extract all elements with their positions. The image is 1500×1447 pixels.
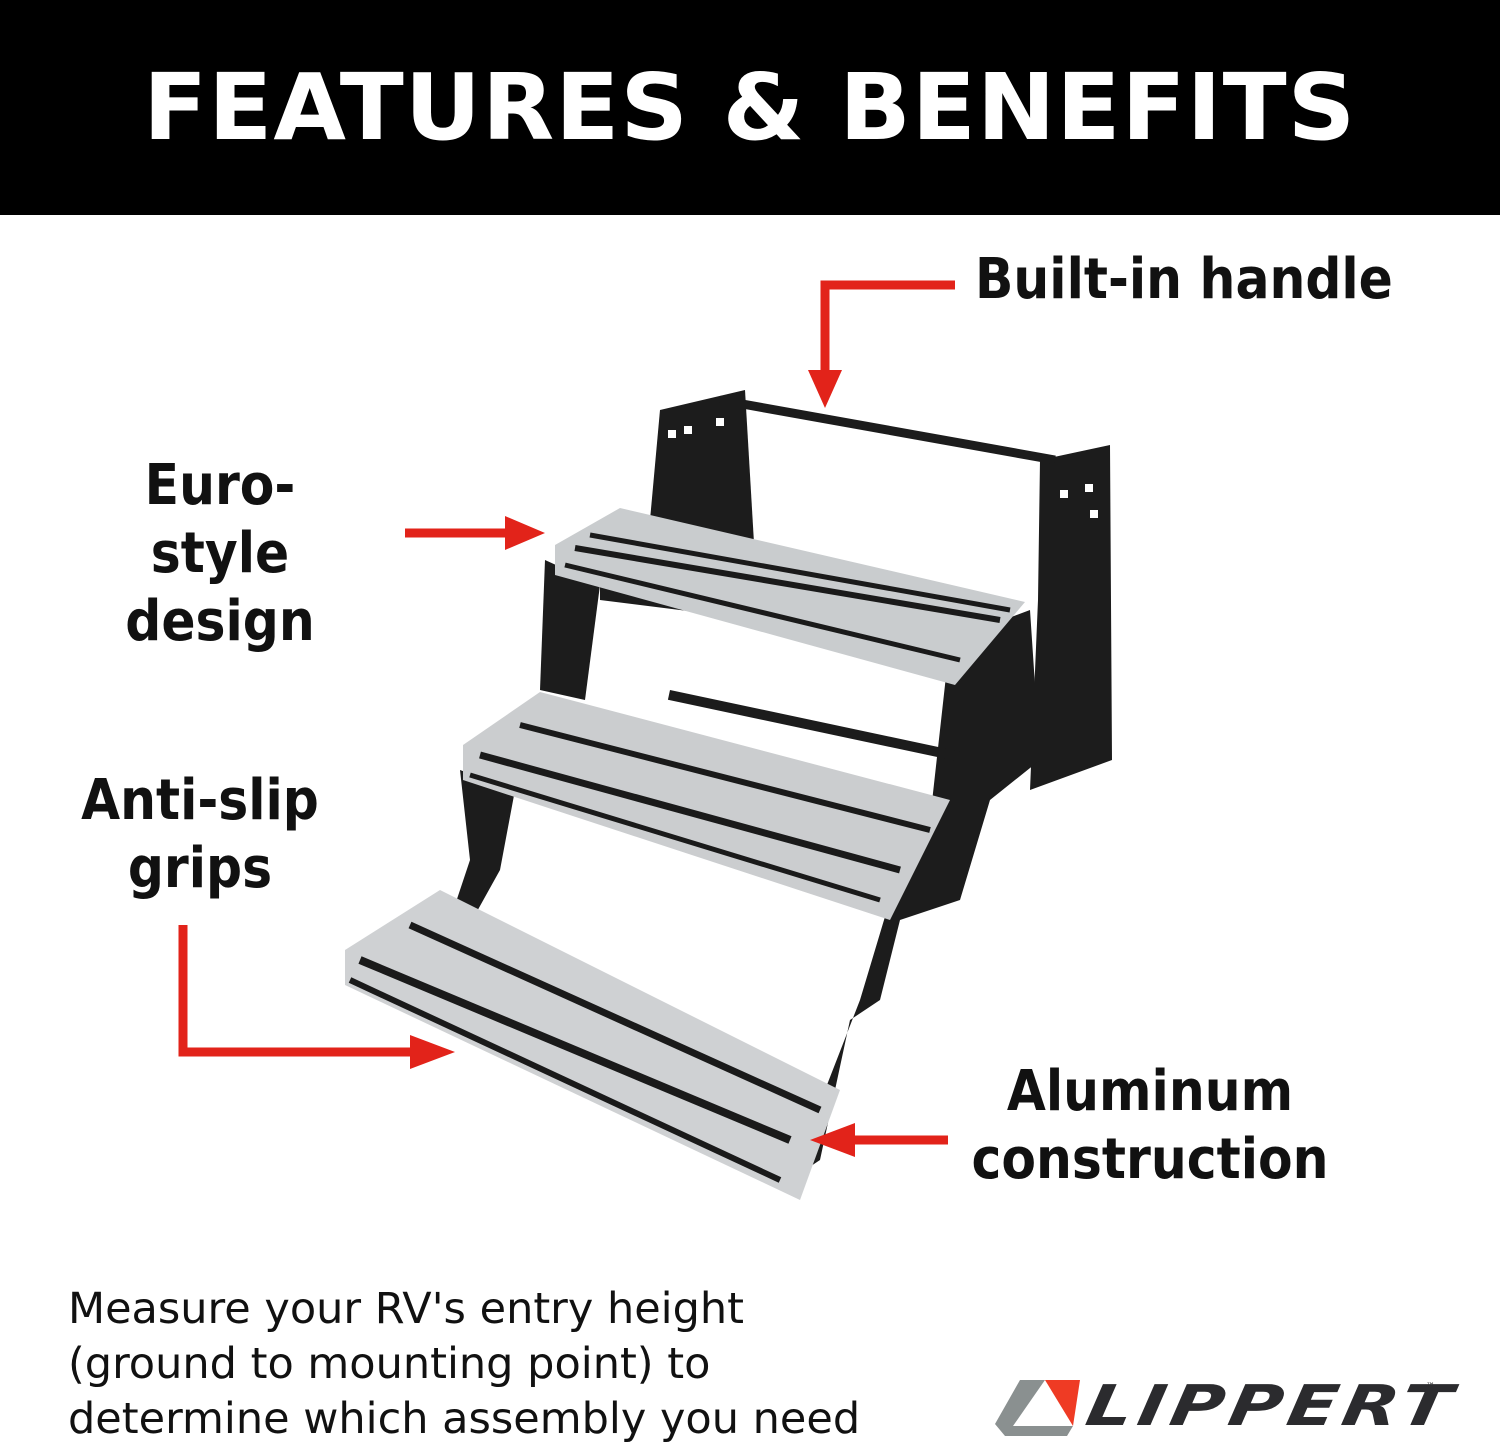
arrowheads [410, 370, 855, 1157]
built-in-handle-bar [719, 395, 1056, 465]
callout-line: construction [971, 1127, 1329, 1192]
measurement-note: Measure your RV's entry height (ground t… [68, 1282, 860, 1447]
note-line: determine which assembly you need [68, 1394, 861, 1444]
antislip-arrow [178, 925, 420, 1057]
top-step-tread [555, 508, 1025, 685]
callout-line: Anti-slip [81, 768, 319, 833]
header-banner: FEATURES & BENEFITS [0, 0, 1500, 215]
page-title: FEATURES & BENEFITS [143, 54, 1357, 161]
middle-step-tread [463, 692, 950, 920]
bracket-holes [668, 418, 1098, 518]
handle-arrow [820, 280, 955, 375]
note-line: Measure your RV's entry height [68, 1284, 745, 1334]
callout-anti-slip: Anti-slip grips [56, 767, 344, 903]
callout-built-in-handle: Built-in handle [975, 247, 1393, 312]
lippert-logo: LIPPERT ™ [995, 1374, 1462, 1439]
bottom-step-tread [345, 890, 840, 1200]
callout-line: grips [127, 836, 273, 901]
callout-aluminum: Aluminum construction [970, 1058, 1330, 1194]
callout-arrows [178, 280, 955, 1145]
callout-euro-style: Euro-style design [76, 452, 364, 656]
trademark: ™ [1426, 1382, 1435, 1392]
logo-mark-icon [995, 1380, 1080, 1436]
logo-wordmark: LIPPERT [1081, 1374, 1462, 1439]
callout-line: Euro-style [144, 453, 296, 586]
callout-line: Aluminum [1006, 1059, 1294, 1124]
callout-line: design [125, 589, 315, 654]
note-line: (ground to mounting point) to [68, 1339, 711, 1389]
